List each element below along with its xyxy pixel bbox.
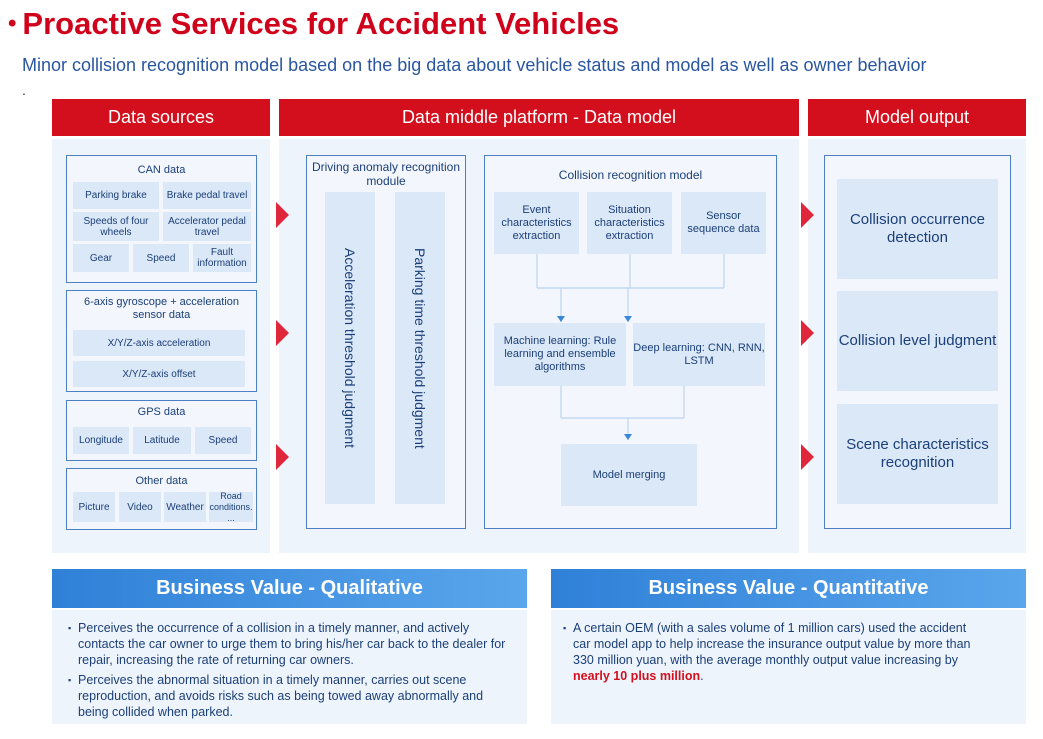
quantitative-highlight: nearly 10 plus million (573, 669, 701, 683)
quantitative-header: Business Value - Quantitative (551, 569, 1026, 608)
arrow-right-icon (276, 320, 289, 346)
other-data-title: Other data (135, 475, 188, 487)
event-characteristics-box: Event characteristics extraction (494, 192, 579, 254)
can-item: Brake pedal travel (163, 182, 251, 209)
header-model-output: Model output (808, 99, 1026, 136)
collision-level-box: Collision level judgment (837, 291, 998, 391)
can-item: Accelerator pedal travel (163, 212, 251, 241)
header-data-platform: Data middle platform - Data model (279, 99, 799, 136)
can-data-title: CAN data (137, 164, 186, 176)
situation-characteristics-box: Situation characteristics extraction (587, 192, 672, 254)
can-item: Speeds of four wheels (73, 212, 159, 241)
qualitative-item: Perceives the occurrence of a collision … (68, 620, 511, 668)
can-item: Gear (73, 244, 129, 272)
can-item: Speed (133, 244, 189, 272)
connector-lines (536, 254, 725, 440)
acceleration-threshold-label: Acceleration threshold judgment (342, 247, 358, 448)
deep-learning-box: Deep learning: CNN, RNN, LSTM (633, 323, 765, 386)
subtitle-dot: . (22, 82, 26, 98)
machine-learning-box: Machine learning: Rule learning and ense… (494, 323, 626, 386)
collision-occurrence-box: Collision occurrence detection (837, 179, 998, 279)
arrow-right-icon (801, 444, 814, 470)
gps-data-title: GPS data (137, 406, 186, 418)
qualitative-item: Perceives the abnormal situation in a ti… (68, 672, 511, 720)
parking-time-threshold-label: Parking time threshold judgment (412, 247, 428, 449)
model-merging-box: Model merging (561, 444, 697, 506)
arrow-right-icon (801, 202, 814, 228)
quantitative-item: A certain OEM (with a sales volume of 1 … (563, 620, 980, 684)
can-item: Parking brake (73, 182, 159, 209)
arrow-right-icon (276, 202, 289, 228)
driving-anomaly-title: Driving anomaly recognition module (311, 160, 461, 188)
sensor-sequence-box: Sensor sequence data (681, 192, 766, 254)
other-item: Video (119, 492, 161, 522)
other-item: Picture (73, 492, 115, 522)
gyro-item: X/Y/Z-axis offset (73, 361, 245, 387)
acceleration-threshold-bar: Acceleration threshold judgment (325, 192, 375, 504)
gps-item: Speed (195, 427, 251, 454)
other-item: Weather (164, 492, 206, 522)
other-item: Road conditions. ... (209, 490, 253, 523)
qualitative-body: Perceives the occurrence of a collision … (52, 610, 527, 724)
gyro-item: X/Y/Z-axis acceleration (73, 330, 245, 356)
parking-time-threshold-bar: Parking time threshold judgment (395, 192, 445, 504)
page-title: Proactive Services for Accident Vehicles (22, 6, 620, 41)
arrow-right-icon (276, 444, 289, 470)
title-row: • Proactive Services for Accident Vehicl… (8, 4, 619, 44)
qualitative-header: Business Value - Qualitative (52, 569, 527, 608)
gps-item: Longitude (73, 427, 129, 454)
quantitative-text: A certain OEM (with a sales volume of 1 … (573, 621, 971, 667)
scene-characteristics-box: Scene characteristics recognition (837, 404, 998, 504)
arrow-right-icon (801, 320, 814, 346)
quantitative-text-end: . (700, 669, 704, 683)
gps-item: Latitude (133, 427, 191, 454)
title-bullet: • (8, 10, 17, 37)
quantitative-body: A certain OEM (with a sales volume of 1 … (551, 610, 1026, 724)
can-item: Fault information (193, 244, 251, 272)
gyro-data-title: 6-axis gyroscope + acceleration sensor d… (84, 296, 239, 321)
page-subtitle: Minor collision recognition model based … (22, 55, 927, 75)
header-data-sources: Data sources (52, 99, 270, 136)
collision-model-title: Collision recognition model (558, 168, 703, 182)
